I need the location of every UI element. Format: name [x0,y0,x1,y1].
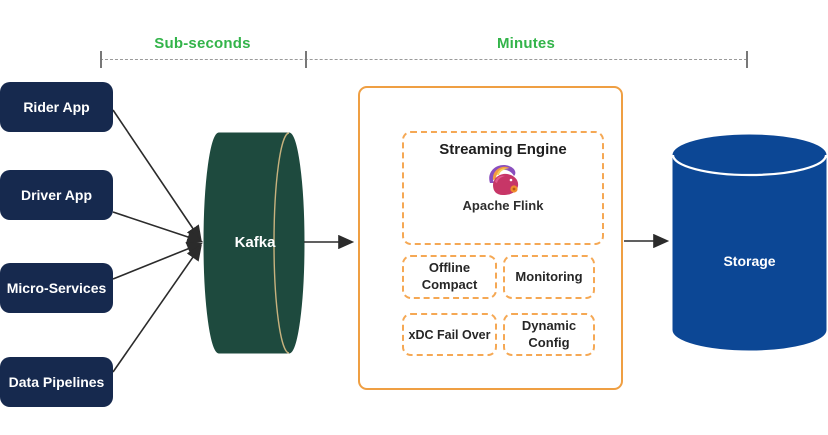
feature-label: xDC Fail Over [408,327,491,342]
feature-xdc-fail-over: xDC Fail Over [402,313,497,356]
arrow-pipelines-to-kafka [112,244,202,373]
arrow-driver-to-kafka [112,211,204,244]
source-label: Micro-Services [6,280,107,296]
feature-label: Offline Compact [421,260,478,292]
arrow-rider-to-kafka [112,109,202,242]
streaming-engine-title: Streaming Engine [439,141,567,158]
source-box-driver-app: Driver App [0,170,113,220]
minutes-label: Minutes [496,35,556,52]
feature-label: Monitoring [515,268,583,284]
feature-monitoring: Monitoring [503,255,595,299]
source-box-data-pipelines: Data Pipelines [0,357,113,407]
timeline-dashed-line [100,59,747,60]
streaming-engine-caption: Apache Flink [462,198,544,213]
source-box-rider-app: Rider App [0,82,113,132]
feature-dynamic-config: Dynamic Config [503,313,595,356]
source-label: Driver App [20,187,93,203]
apache-flink-logo-icon [489,165,519,195]
timeline-tick [746,51,748,68]
feature-offline-compact: Offline Compact [402,255,497,299]
storage-cylinder [671,134,828,351]
source-box-micro-services: Micro-Services [0,263,113,313]
source-label: Rider App [23,99,90,115]
storage-label: Storage [723,253,776,269]
arrow-microservices-to-kafka [112,242,203,280]
source-label: Data Pipelines [8,374,105,390]
feature-label: Dynamic Config [521,317,577,350]
kafka-cylinder [203,132,305,354]
kafka-label: Kafka [234,234,276,251]
streaming-engine-box: Streaming Engine Apache Flink [402,131,604,245]
timeline-tick [305,51,307,68]
timeline-tick [100,51,102,68]
sub-seconds-label: Sub-seconds [154,35,251,52]
